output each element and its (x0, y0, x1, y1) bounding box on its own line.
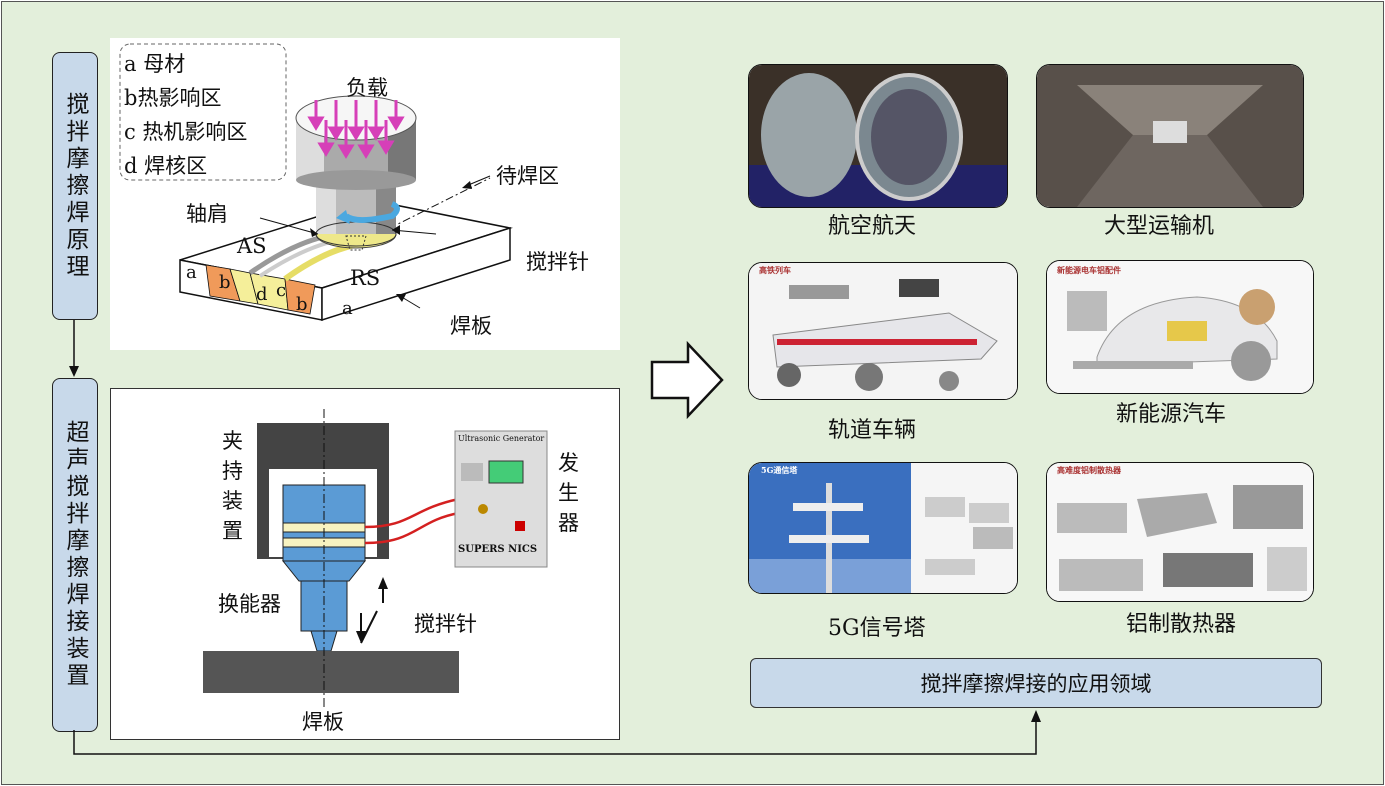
zone-b-right: b (296, 294, 308, 315)
fsw-principle-label: 搅拌摩擦焊原理 (62, 91, 88, 281)
heatsink-tag: 高难度铝制散热器 (1057, 465, 1121, 475)
zone-c: c (276, 280, 287, 301)
card-rail: 高铁列车 (748, 262, 1018, 400)
zone-a-right: a (342, 298, 353, 319)
plate-label-principle: 焊板 (450, 314, 492, 338)
card-tower: 5G通信塔 (748, 462, 1018, 594)
generator-brand: SUPERS NICS (458, 544, 538, 555)
legend-item-a: a 母材 (124, 52, 186, 76)
card-nev: 新能源电车铝配件 (1046, 260, 1314, 394)
rail-tag: 高铁列车 (759, 265, 791, 275)
card-transport (1036, 64, 1304, 208)
principle-drawing (119, 43, 513, 322)
pin-label-principle: 搅拌针 (526, 250, 589, 274)
application-domain-label: 搅拌摩擦焊接的应用领域 (920, 672, 1152, 696)
caption-transport: 大型运输机 (1104, 214, 1215, 239)
device-panel (110, 388, 620, 740)
zone-a-left: a (186, 262, 197, 283)
device-drawing (203, 409, 548, 707)
card-aerospace (748, 64, 1008, 208)
generator-title: Ultrasonic Generator (458, 434, 545, 443)
zone-b-left: b (219, 272, 231, 293)
application-domain-box: 搅拌摩擦焊接的应用领域 (750, 658, 1322, 708)
caption-aerospace: 航空航天 (828, 214, 917, 239)
caption-heatsink: 铝制散热器 (1126, 612, 1237, 637)
plate-label-device: 焊板 (302, 710, 344, 734)
shoulder-label: 轴肩 (186, 202, 228, 226)
rs-label: RS (350, 266, 381, 290)
principle-panel (110, 38, 620, 350)
caption-nev: 新能源汽车 (1116, 402, 1227, 427)
legend-item-b: b热影响区 (124, 86, 222, 110)
legend-item-c: c 热机影响区 (124, 120, 248, 144)
big-right-arrow (650, 340, 724, 420)
as-label: AS (237, 234, 267, 258)
to-weld-label: 待焊区 (496, 164, 559, 188)
tower-tag: 5G通信塔 (761, 465, 798, 475)
generator-label: 发生器 (558, 451, 579, 535)
legend-item-d: d 焊核区 (124, 154, 208, 178)
load-label: 负载 (346, 76, 388, 100)
ultrasonic-device-box: 超声搅拌摩擦焊接装置 (52, 378, 98, 732)
clamp-label: 夹持装置 (222, 429, 243, 543)
ultrasonic-device-label: 超声搅拌摩擦焊接装置 (62, 420, 88, 690)
card-heatsink: 高难度铝制散热器 (1046, 462, 1314, 602)
pin-label-device: 搅拌针 (414, 612, 477, 636)
transducer-label: 换能器 (218, 592, 281, 616)
caption-tower: 5G信号塔 (828, 616, 926, 641)
fsw-principle-box: 搅拌摩擦焊原理 (52, 52, 98, 320)
caption-rail: 轨道车辆 (828, 418, 917, 443)
nev-tag: 新能源电车铝配件 (1057, 265, 1121, 275)
zone-d: d (256, 284, 268, 305)
